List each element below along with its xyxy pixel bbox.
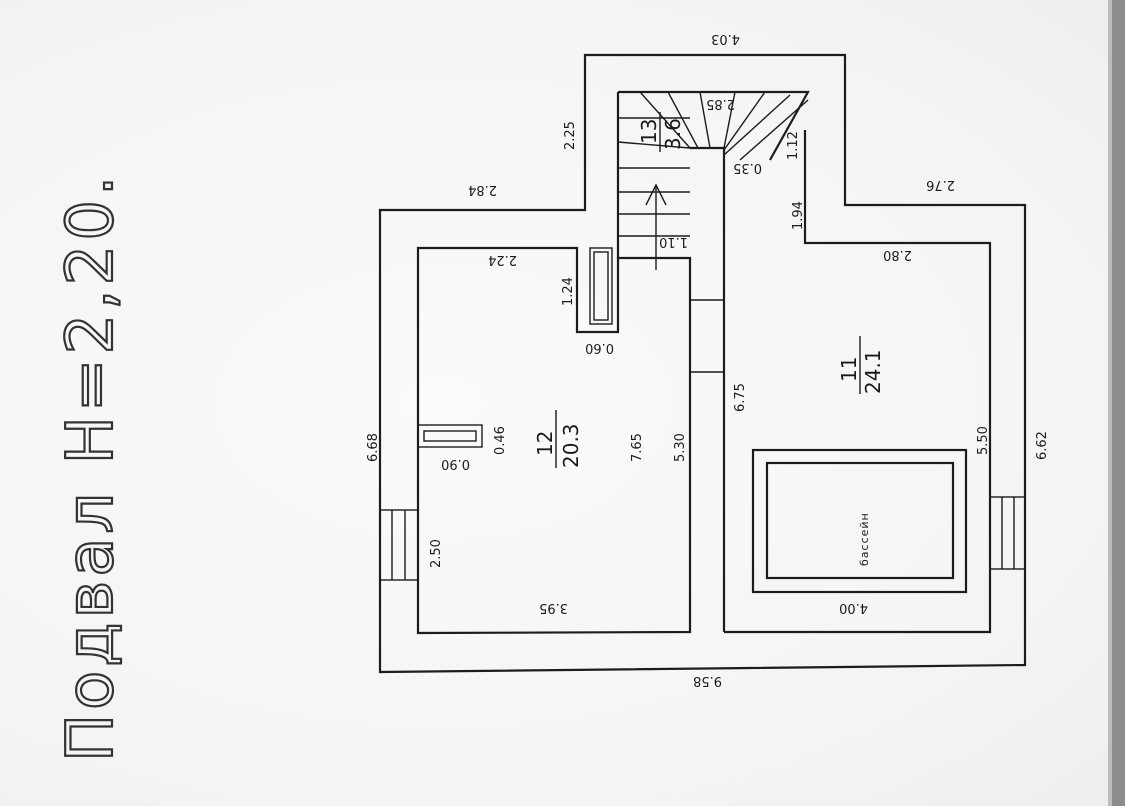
ventilation-ducts: [417, 247, 613, 448]
dim-1-12: 1.12: [786, 131, 801, 160]
dim-6-68: 6.68: [366, 433, 381, 462]
dim-2-80: 2.80: [883, 247, 912, 262]
pool-label: бассейн: [858, 512, 871, 566]
dim-1-24: 1.24: [561, 277, 576, 306]
window-right: [989, 496, 1026, 570]
dim-1-94: 1.94: [791, 201, 806, 230]
room-11-label: 11 24.1: [837, 336, 885, 394]
dim-1-10: 1.10: [659, 234, 688, 249]
inner-walls: [416, 90, 992, 635]
room-12-area: 20.3: [559, 423, 583, 468]
dim-0-35: 0.35: [733, 160, 762, 175]
room-11-number: 11: [837, 357, 861, 382]
room-13-label: 13 3.6: [637, 112, 685, 152]
dim-2-50: 2.50: [429, 539, 444, 568]
dim-6-75: 6.75: [733, 383, 748, 412]
dim-3-95: 3.95: [539, 600, 568, 615]
dim-0-60: 0.60: [585, 340, 614, 355]
dim-2-84: 2.84: [468, 182, 497, 197]
dim-6-62: 6.62: [1035, 431, 1050, 460]
dim-4-00: 4.00: [839, 600, 868, 615]
plan-title: Подвал Н=2,20.: [54, 172, 128, 762]
pool: бассейн: [751, 448, 968, 594]
dim-2-85: 2.85: [706, 96, 735, 111]
room-12-label: 12 20.3: [533, 410, 583, 468]
dim-4-03: 4.03: [711, 31, 740, 46]
dim-9-58: 9.58: [693, 673, 722, 688]
room-13-number: 13: [637, 119, 661, 144]
room-13-area: 3.6: [661, 118, 685, 150]
scan-edge: [1108, 0, 1125, 806]
dim-5-30: 5.30: [673, 433, 688, 462]
dim-5-50: 5.50: [976, 426, 991, 455]
dim-0-46: 0.46: [493, 426, 508, 455]
dimensions: 4.03 2.84 2.85 0.35 2.76 1.10 2.24 2.80 …: [366, 31, 1050, 688]
dim-2-76: 2.76: [926, 177, 955, 192]
room-12-number: 12: [533, 431, 557, 456]
dim-2-25: 2.25: [563, 121, 578, 150]
window-left: [379, 509, 419, 581]
staircase: [617, 91, 809, 270]
dim-0-90: 0.90: [441, 456, 470, 471]
dim-7-65: 7.65: [630, 433, 645, 462]
room-11-area: 24.1: [861, 349, 885, 394]
dim-2-24: 2.24: [488, 252, 517, 267]
